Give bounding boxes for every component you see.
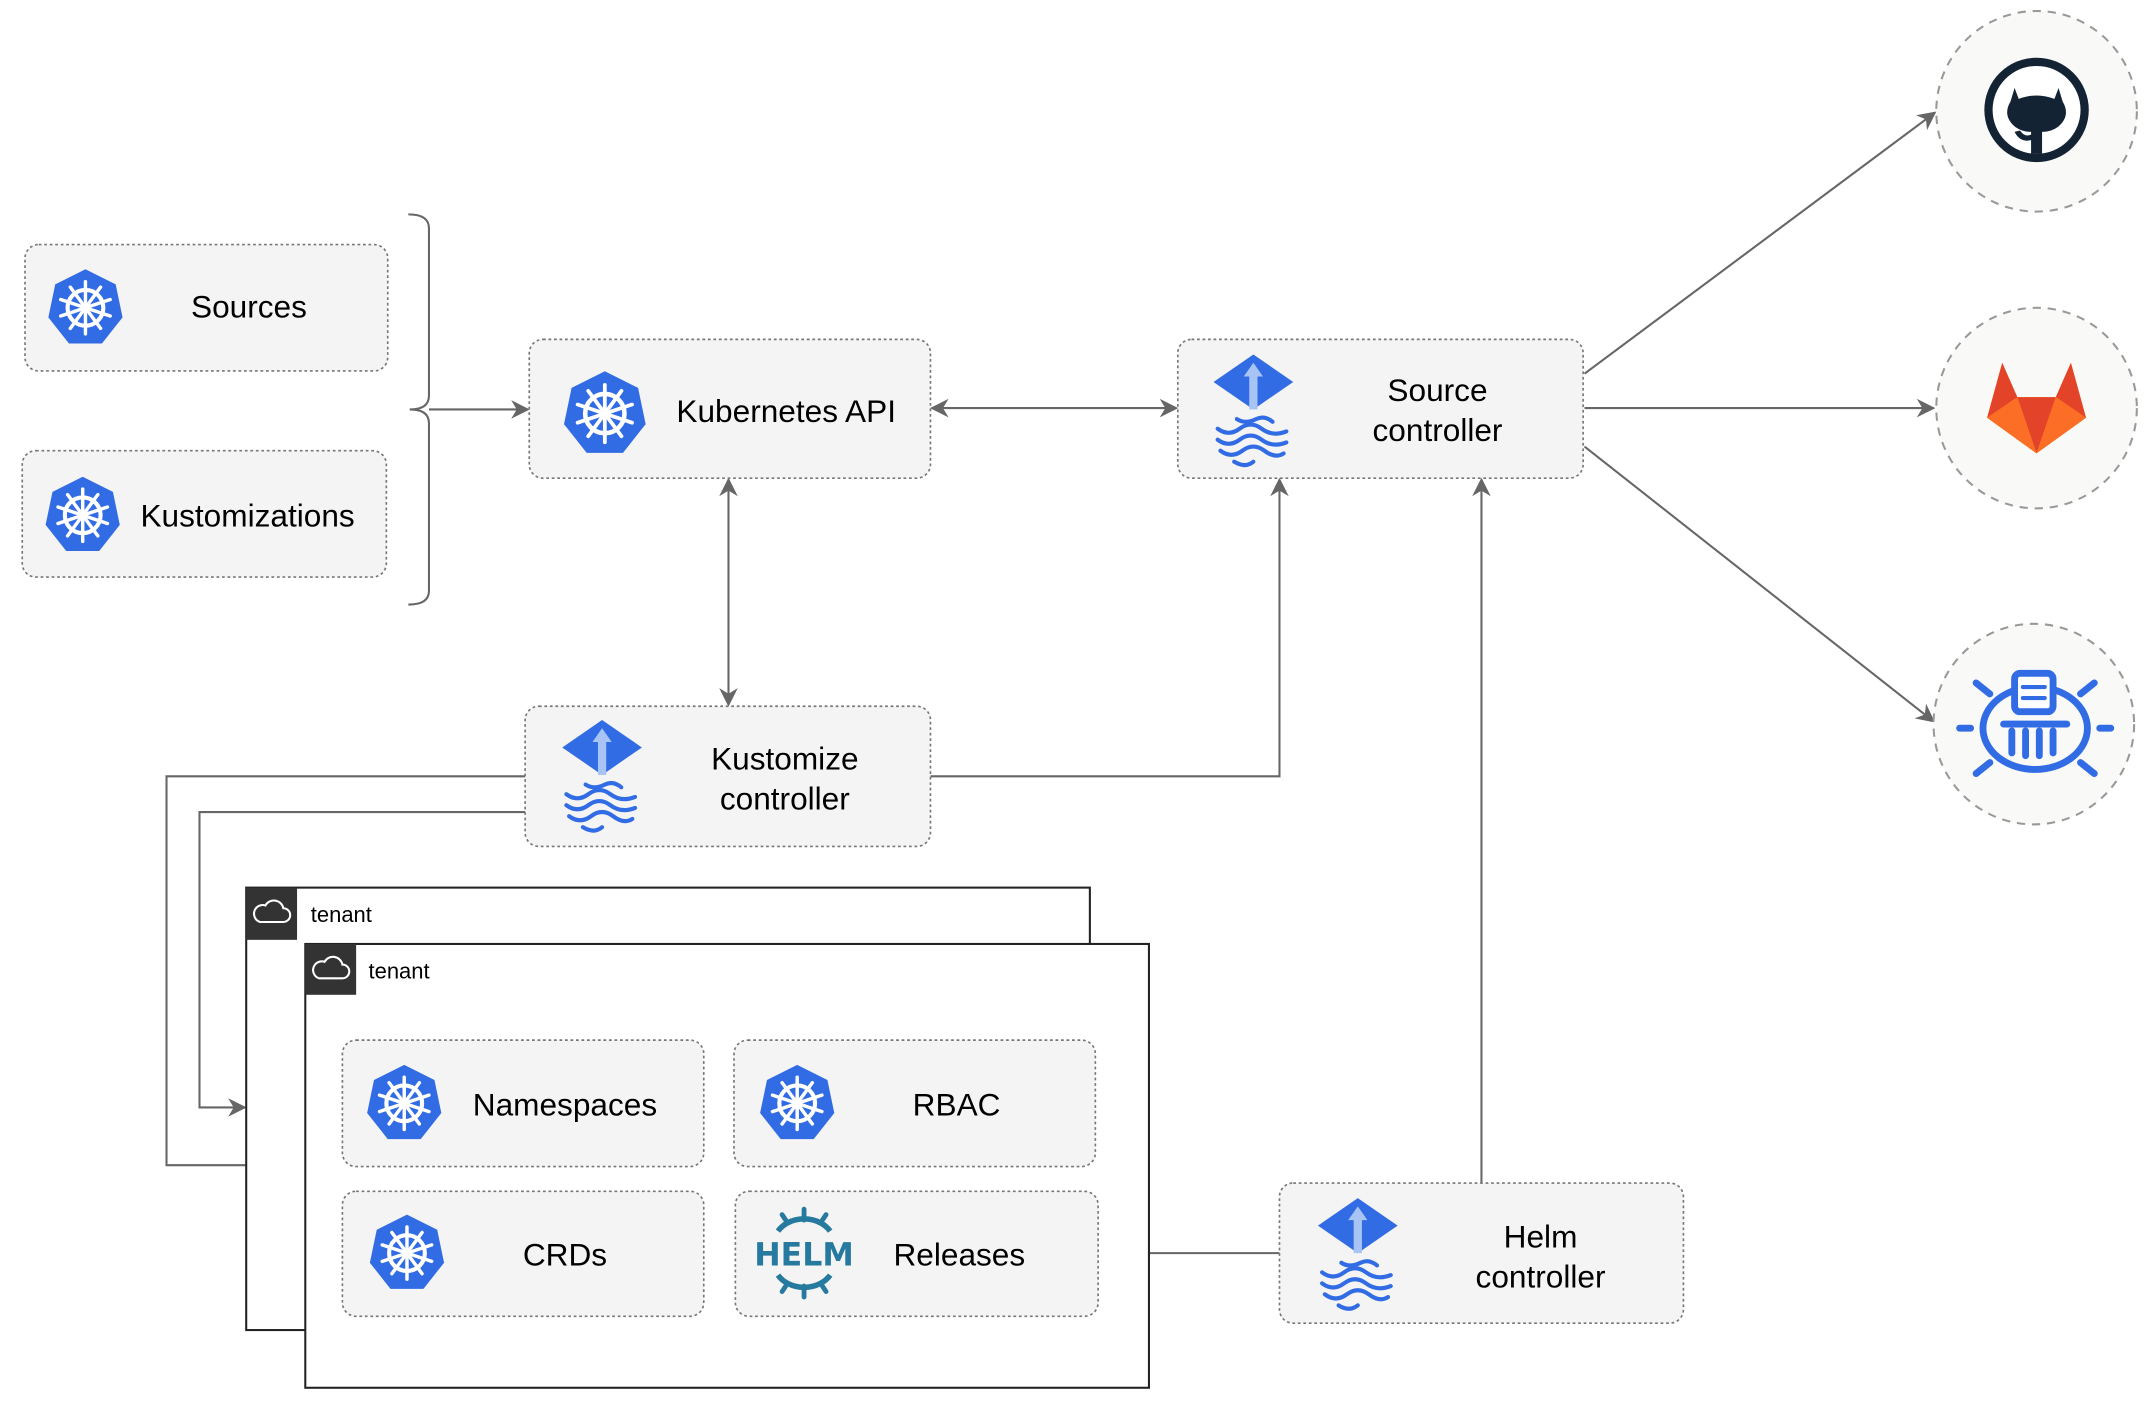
node-label: Source bbox=[1387, 372, 1487, 408]
tenant-label: tenant bbox=[311, 902, 372, 927]
node-label: Kubernetes API bbox=[676, 393, 896, 429]
helm-icon: HELM bbox=[754, 1206, 854, 1300]
edge-source-to-bucket bbox=[1583, 445, 1935, 723]
svg-text:HELM: HELM bbox=[754, 1237, 854, 1273]
node-label: RBAC bbox=[913, 1087, 1001, 1123]
edge-kustomize-to-source bbox=[930, 477, 1289, 778]
bucket-source[interactable] bbox=[1932, 622, 2136, 826]
node-label: Releases bbox=[893, 1236, 1025, 1272]
node-label: Namespaces bbox=[473, 1087, 657, 1123]
node-crds[interactable]: CRDs bbox=[341, 1190, 705, 1318]
gitlab-icon bbox=[1987, 362, 2087, 454]
cloud-icon bbox=[312, 955, 351, 980]
grouping-brace bbox=[408, 213, 430, 606]
node-helm-controller[interactable]: Helm controller bbox=[1278, 1182, 1685, 1325]
node-label: Kustomize bbox=[711, 740, 858, 776]
node-sources[interactable]: Sources bbox=[24, 243, 389, 372]
node-label: controller bbox=[1476, 1258, 1606, 1294]
node-label: controller bbox=[1373, 412, 1503, 448]
tenant-label: tenant bbox=[369, 958, 430, 983]
tenant-container-front: tenant Namespaces RBAC CRDs HELM Release… bbox=[304, 942, 1150, 1389]
node-kubernetes-api[interactable]: Kubernetes API bbox=[528, 338, 932, 479]
gitlab-source[interactable] bbox=[1935, 306, 2138, 510]
node-label: CRDs bbox=[523, 1236, 607, 1272]
cloud-icon bbox=[252, 899, 292, 924]
bucket-icon bbox=[1956, 669, 2115, 778]
node-source-controller[interactable]: Source controller bbox=[1176, 338, 1584, 479]
node-label: controller bbox=[720, 780, 850, 816]
github-icon bbox=[1984, 57, 2089, 163]
edge-kustomize-to-tenant-front bbox=[165, 775, 526, 1175]
node-label: Sources bbox=[191, 288, 307, 324]
node-kustomize-controller[interactable]: Kustomize controller bbox=[524, 705, 932, 848]
edge-kustomize-to-tenant-back bbox=[198, 811, 526, 1117]
node-releases[interactable]: HELM Releases bbox=[734, 1190, 1099, 1318]
node-label: Kustomizations bbox=[140, 497, 354, 533]
github-source[interactable] bbox=[1935, 9, 2138, 213]
node-label: Helm bbox=[1504, 1219, 1578, 1255]
node-namespaces[interactable]: Namespaces bbox=[341, 1039, 705, 1168]
node-kustomizations[interactable]: Kustomizations bbox=[21, 449, 388, 578]
edge-source-to-github bbox=[1583, 111, 1937, 375]
node-rbac[interactable]: RBAC bbox=[733, 1039, 1097, 1168]
